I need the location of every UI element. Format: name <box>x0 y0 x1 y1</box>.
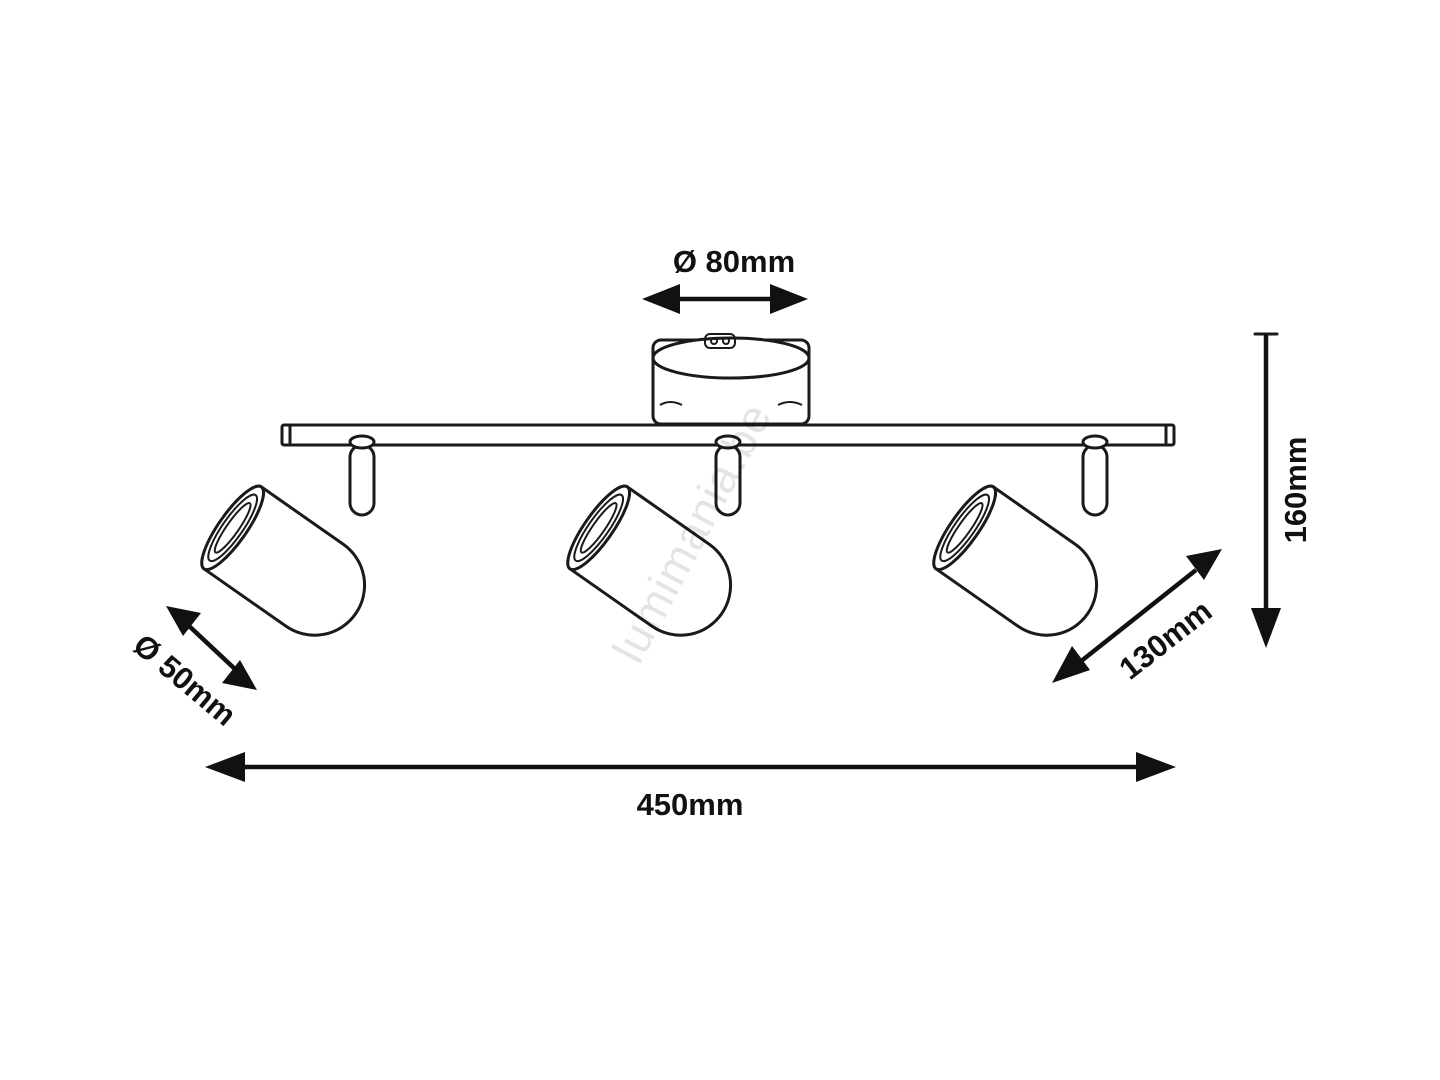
dimension-canopy-diameter: Ø 80mm <box>642 244 808 314</box>
spotlight-center <box>566 434 742 637</box>
total-height-label: 160mm <box>1278 437 1313 544</box>
dimension-total-height: 160mm <box>1251 332 1313 648</box>
total-width-label: 450mm <box>637 787 744 822</box>
spot-depth-label: 130mm <box>1113 593 1219 686</box>
spotlight-left <box>200 434 376 637</box>
canopy-diameter-label: Ø 80mm <box>673 244 795 279</box>
dimension-spot-diameter: Ø 50mm <box>127 606 257 733</box>
spotlight-right <box>932 434 1109 637</box>
dimension-total-width: 450mm <box>205 752 1176 822</box>
ceiling-canopy <box>651 333 811 426</box>
